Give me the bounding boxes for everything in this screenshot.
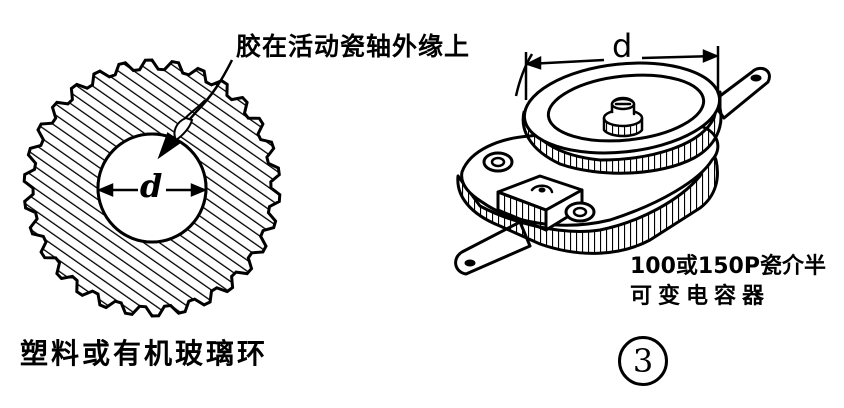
capacitor-base-side [456, 148, 719, 255]
hole-diameter-dimension [96, 183, 208, 197]
rotor-drum-side [521, 90, 723, 175]
glue-leader-line [514, 53, 534, 97]
rotor-diameter-label: d [612, 27, 633, 65]
glue-spot [173, 116, 194, 142]
mounting-hole-left [482, 151, 514, 173]
ring-center-hole [96, 132, 208, 244]
hole-diameter-label: d [140, 167, 163, 205]
figure-number-badge: 3 [618, 336, 668, 386]
variable-capacitor [454, 61, 771, 276]
rotor-diameter-dimension [524, 46, 720, 100]
mounting-hole-right [564, 201, 596, 223]
capacitor-spec-line-1: 100或150P瓷介半 [630, 254, 826, 279]
ring-material-note: 塑料或有机玻璃环 [20, 337, 269, 370]
shaft-screw [602, 96, 644, 138]
front-mounting-block [496, 174, 584, 232]
capacitor-spec-line-2: 可变电容器 [630, 284, 771, 309]
glue-location-note: 胶在活动瓷轴外缘上 [236, 32, 471, 61]
